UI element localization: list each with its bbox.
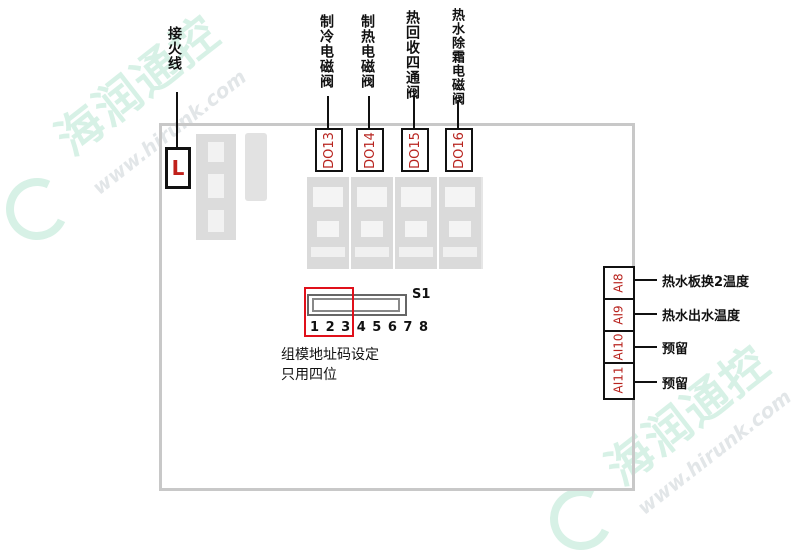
live-wire-terminal-text: L — [171, 156, 185, 180]
connector-component — [245, 133, 267, 201]
output-terminal-do14: DO14 — [356, 128, 384, 172]
input-terminal-group: AI8 AI9 AI10 AI11 — [603, 266, 635, 400]
output-code-do13: DO13 — [321, 131, 337, 169]
input-terminal-ai10: AI10 — [605, 332, 633, 364]
input-code-ai9: AI9 — [611, 305, 626, 325]
input-lead-ai8 — [635, 279, 657, 281]
input-label-ai8: 热水板换2温度 — [662, 275, 750, 290]
output-terminal-do15: DO15 — [401, 128, 429, 172]
dip-highlight-box — [304, 287, 354, 337]
dip-switch-numbers: 1 2 3 4 5 6 7 8 — [310, 320, 430, 335]
output-label-do15: 热回收四通阀 — [404, 10, 420, 100]
input-code-ai11: AI11 — [612, 366, 626, 394]
output-lead-do16 — [457, 100, 459, 128]
input-code-ai8: AI8 — [611, 273, 626, 293]
dip-switch-name: S1 — [412, 287, 431, 302]
input-terminal-ai11: AI11 — [605, 364, 633, 396]
live-wire-label: 接火线 — [166, 26, 182, 71]
input-terminal-ai8: AI8 — [605, 268, 633, 300]
output-lead-do13 — [327, 96, 329, 128]
output-lead-do15 — [413, 96, 415, 128]
input-label-ai10: 预留 — [662, 342, 689, 357]
watermark-url-2: www.hirunk.com — [632, 384, 796, 520]
terminal-block-component — [196, 134, 236, 240]
dip-note-line1: 组模地址码设定 — [281, 347, 379, 363]
output-code-do16: DO16 — [451, 131, 467, 169]
input-lead-ai10 — [635, 346, 657, 348]
input-lead-ai11 — [635, 381, 657, 383]
input-label-ai11: 预留 — [662, 377, 689, 392]
relay-bank — [305, 177, 483, 269]
output-label-do16: 热水除霜电磁阀 — [449, 8, 464, 106]
dip-switch-slot — [312, 298, 400, 312]
output-code-do14: DO14 — [362, 131, 378, 169]
watermark-logo-icon-2 — [541, 479, 621, 559]
output-lead-do14 — [368, 96, 370, 128]
dip-note-line2: 只用四位 — [281, 367, 337, 383]
live-wire-terminal: L — [165, 147, 191, 189]
input-lead-ai9 — [635, 313, 657, 315]
output-terminal-do13: DO13 — [315, 128, 343, 172]
input-code-ai10: AI10 — [612, 333, 626, 361]
watermark-logo-icon — [0, 169, 77, 249]
live-wire-lead — [176, 92, 178, 147]
input-terminal-ai9: AI9 — [605, 300, 633, 332]
input-label-ai9: 热水出水温度 — [662, 309, 741, 324]
output-terminal-do16: DO16 — [445, 128, 473, 172]
output-code-do15: DO15 — [407, 131, 423, 169]
output-label-do13: 制冷电磁阀 — [318, 14, 334, 89]
output-label-do14: 制热电磁阀 — [359, 14, 375, 89]
